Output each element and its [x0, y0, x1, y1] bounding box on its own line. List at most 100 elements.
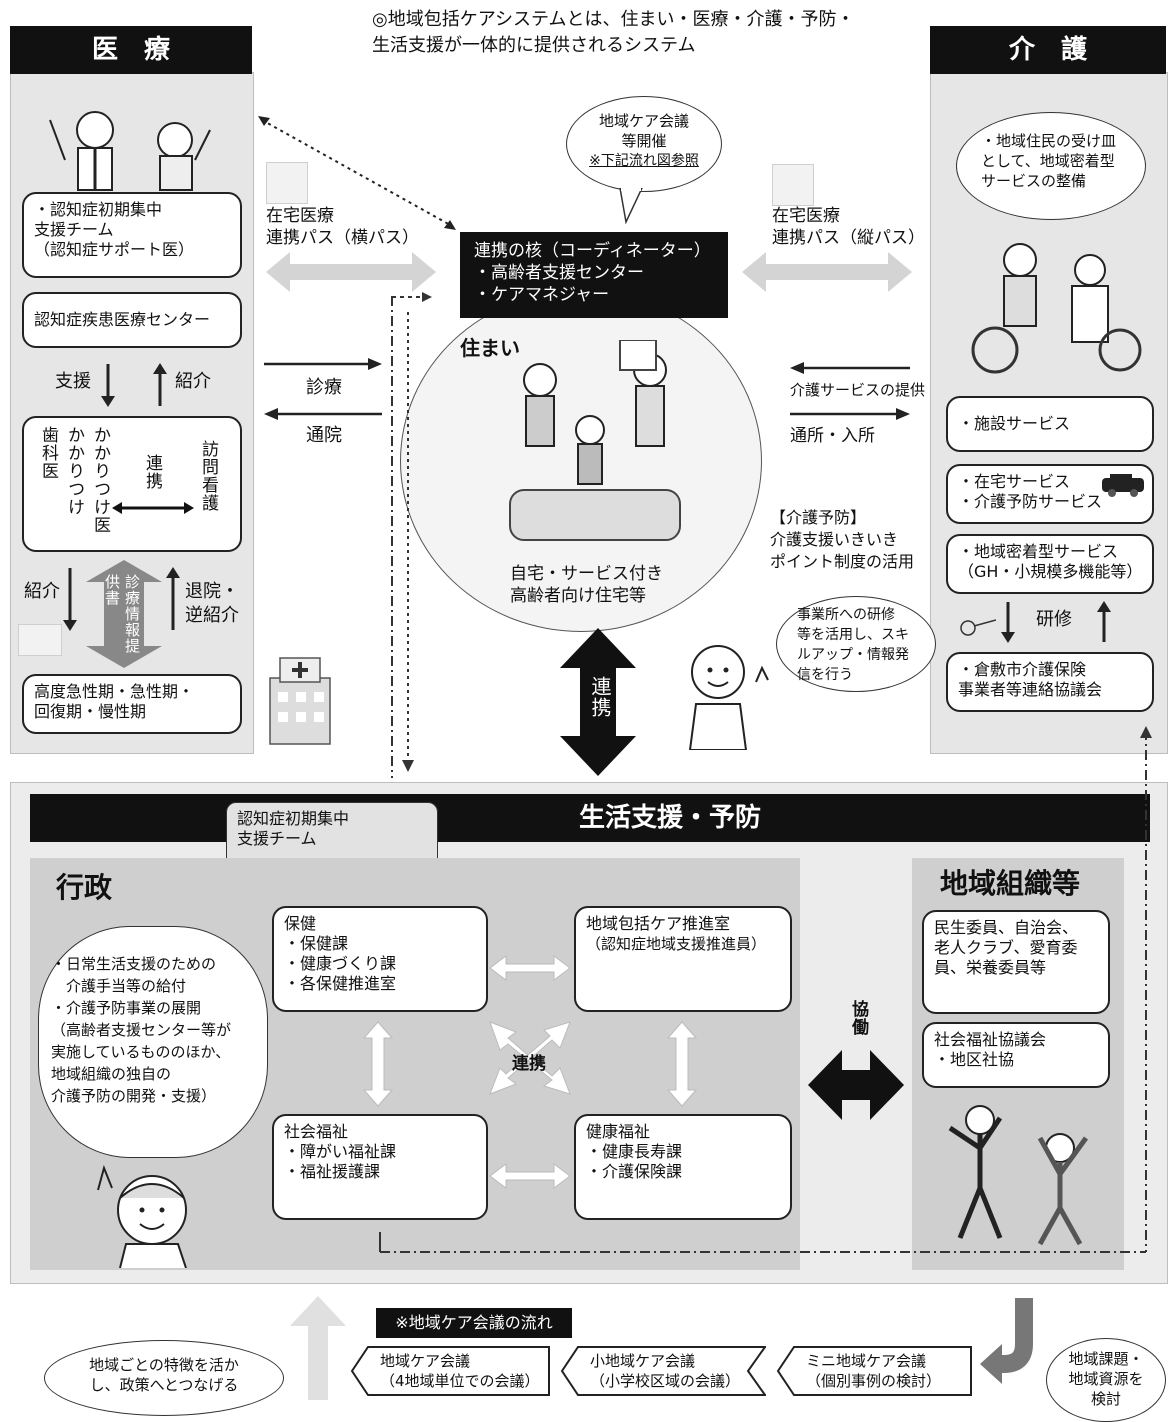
- exercising-people-illustration: [948, 1105, 1089, 1246]
- core-line2: ・高齢者支援センター: [474, 263, 644, 283]
- header-note-line2: 生活支援が一体的に提供されるシステム: [372, 35, 696, 56]
- sumai-caption-line1: 自宅・サービス付き: [510, 564, 663, 584]
- houmon-label: 訪問看護: [198, 440, 218, 512]
- flow-up-arrow: [290, 1296, 346, 1400]
- iryo-box4-line2: 回復期・慢性期: [34, 702, 147, 721]
- shinryo-arrow: [264, 358, 382, 370]
- kenko-line2: ・健康長寿課: [586, 1142, 683, 1161]
- kaigo-kyogikai: ・倉敷市介護保険 事業者等連絡協議会: [946, 652, 1154, 712]
- officer-bubble: 事業所への研修 等を活用し、スキ ルアップ・情報発 信を行う: [776, 596, 936, 692]
- dashdot-connector-right: [379, 726, 1152, 1253]
- officer-illustration: [688, 645, 769, 750]
- flow-right-line2: 地域資源を: [1068, 1370, 1144, 1388]
- flow-right-line1: 地域課題・: [1068, 1350, 1144, 1368]
- kenshu-down-arrow-icon: [1001, 602, 1015, 643]
- gyosei-bubble-line1: ・日常生活支援のための: [51, 955, 217, 973]
- hoken-line4: ・各保健推進室: [284, 974, 397, 993]
- shika-label: 歯科医: [38, 426, 58, 480]
- renkei-vertical-arrow: [560, 628, 636, 776]
- iryo-box-ninchisho-team: ・認知症初期集中 支援チーム （認知症サポート医）: [22, 192, 242, 278]
- step3-line2: （個別事例の検討）: [806, 1372, 942, 1390]
- hoken-line3: ・健康づくり課: [284, 954, 397, 973]
- flow-step-1: 地域ケア会議 （4地域単位での会議）: [350, 1346, 550, 1396]
- seikatsu-title: 生活支援・予防: [578, 803, 761, 833]
- step3-line1: ミニ地域ケア会議: [806, 1352, 927, 1370]
- arrow-up-icon-2: [166, 567, 180, 630]
- taiin-line1: 退院・: [185, 581, 239, 602]
- dotted-connector: [258, 116, 456, 230]
- dashdot-connector-left: [391, 292, 432, 778]
- kaigo-item3-line1: ・地域密着型サービス: [958, 542, 1119, 561]
- soshiki2-line1: 社会福祉協議会: [934, 1030, 1047, 1049]
- core-line3: ・ケアマネジャー: [474, 285, 610, 305]
- joho-text: 診療情報提供書: [103, 574, 141, 654]
- flow-step-2: 小地域ケア会議（小学校区域の会議）: [560, 1346, 766, 1396]
- officer-line1: 事業所への研修: [797, 607, 895, 623]
- kenko-line3: ・介護保険課: [586, 1162, 683, 1181]
- wheelchair-illustration: [971, 243, 1142, 374]
- kaigo-item1-label: ・施設サービス: [958, 414, 1071, 433]
- joho-label: 診療情報提供書: [102, 574, 142, 664]
- gyosei-bubble-line3: ・介護予防事業の展開: [51, 999, 202, 1017]
- iryo-box-center: 認知症疾患医療センター: [22, 292, 242, 348]
- sumai-label: 住まい: [460, 336, 520, 360]
- kaigo-bubble: ・地域住民の受け皿 として、地域密着型 サービスの整備: [956, 112, 1146, 220]
- tsusho-label: 通所・入所: [790, 426, 875, 446]
- tsuin-arrow: [264, 408, 382, 420]
- soshiki2-line2: ・地区社協: [934, 1050, 1015, 1069]
- family-illustration: [509, 340, 681, 541]
- flow-label: ※地域ケア会議の流れ: [376, 1308, 572, 1338]
- step1-line1: 地域ケア会議: [380, 1352, 471, 1370]
- gyosei-bubble-line5: 実施しているもののほか、: [51, 1043, 231, 1061]
- path-right-line2: 連携パス（縦パス）: [772, 228, 925, 248]
- kenshu-up-arrow-icon: [1097, 601, 1111, 642]
- kenshu-label: 研修: [1036, 609, 1072, 630]
- flow-right-bubble: 地域課題・ 地域資源を 検討: [1046, 1338, 1166, 1422]
- car-icon: [1102, 474, 1144, 497]
- step1-line2: （4地域単位での会議）: [380, 1372, 540, 1390]
- meeting-bubble: 地域ケア会議 等開催 ※下記流れ図参照: [566, 96, 722, 192]
- hoken-line1: 保健: [284, 914, 317, 933]
- kaigo-bubble-line1: ・地域住民の受け皿: [981, 132, 1117, 150]
- step2-line1: 小地域ケア会議: [590, 1352, 696, 1370]
- soshiki-box1: 民生委員、自治会、 老人クラブ、愛育委 員、栄養委員等: [922, 910, 1110, 1014]
- shakai-box: 社会福祉 ・障がい福祉課 ・福祉援護課: [272, 1114, 488, 1220]
- left-doc-placeholder: [266, 162, 308, 204]
- flow-left-line2: し、政策へとつなげる: [89, 1376, 239, 1394]
- double-arrow-icon: [112, 502, 194, 514]
- arrow-up-icon: [153, 363, 167, 406]
- gyosei-bubble-line6: 地域組織の独自の: [51, 1065, 172, 1083]
- renkei-small-label: 連携: [142, 454, 162, 490]
- flow-left-line1: 地域ごとの特徴を活か: [89, 1356, 239, 1374]
- core-box: 連携の核（コーディネーター） ・高齢者支援センター ・ケアマネジャー: [460, 232, 728, 318]
- tab-line2: 支援チーム: [237, 829, 317, 848]
- kaigo-service-arrow: [790, 362, 910, 374]
- gyosei-label: 行政: [56, 871, 113, 904]
- meeting-bubble-tail: [619, 188, 643, 224]
- path-left-double-arrow: [266, 252, 436, 292]
- meeting-line2: 等開催: [621, 132, 667, 150]
- iryo-box-kakaritsuke: かかりつけ医 かかりつけ 歯科医 連携 訪問看護: [22, 416, 242, 552]
- kaigo-item2-line1: ・在宅サービス: [958, 472, 1071, 491]
- shien-label: 支援: [55, 371, 91, 392]
- soshiki-title: 地域組織等: [940, 867, 1081, 900]
- meeting-line1: 地域ケア会議: [598, 112, 689, 130]
- path-left-line1: 在宅医療: [266, 206, 334, 226]
- header-note-line1: ◎地域包括ケアシステムとは、住まい・医療・介護・予防・: [372, 9, 855, 30]
- kaigo-service-label: 介護サービスの提供: [790, 381, 926, 399]
- kaigo-title: 介 護: [930, 26, 1166, 74]
- flow-step-3: ミニ地域ケア会議 （個別事例の検討）: [776, 1346, 972, 1396]
- gyosei-arrows: [362, 955, 698, 1189]
- kenko-line1: 健康福祉: [586, 1122, 651, 1141]
- meeting-line3: ※下記流れ図参照: [589, 153, 699, 169]
- kyodo-double-arrow: [808, 1050, 904, 1120]
- chiiki-suishin-box: 地域包括ケア推進室 （認知症地域支援推進員）: [574, 906, 792, 1012]
- flow-curve-arrow: [980, 1298, 1033, 1384]
- sumai-caption-line2: 高齢者向け住宅等: [510, 586, 646, 606]
- kyodo-label: 協働: [848, 1000, 868, 1036]
- hoken-line2: ・保健課: [284, 934, 349, 953]
- kyogikai-connector: [960, 619, 996, 636]
- shakai-line2: ・障がい福祉課: [284, 1142, 397, 1161]
- iryo-box-hospital-stage: 高度急性期・急性期・ 回復期・慢性期: [22, 674, 242, 734]
- soshiki1-line3: 員、栄養委員等: [934, 958, 1047, 977]
